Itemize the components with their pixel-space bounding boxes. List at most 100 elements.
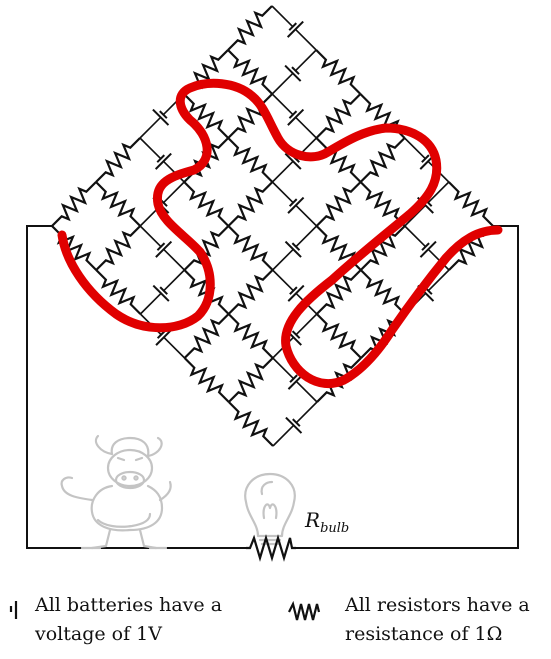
lattice-edge-6-battery-plate [154,152,172,170]
lattice-edge-39-battery-plate [287,284,305,302]
lattice-edge-19-battery-lead [139,225,162,248]
lattice-edge-42-resistor [183,313,230,359]
lattice-edge-12-battery-plate [291,66,300,75]
bulb-resistor [246,534,296,562]
lattice-edge-31-battery-plate [159,286,168,295]
lattice-edge-11-resistor [315,49,362,95]
lattice-edge-33-battery-lead [404,137,426,160]
lattice-edge-19-battery-plate [156,242,166,251]
lattice-edge-13-battery-plate [287,108,305,126]
bulb-label: Rbulb [304,508,349,536]
resistor-battery-lattice [51,5,494,447]
lattice-edge-31-battery-lead [139,292,162,315]
lattice-edge-7-resistor [95,137,141,183]
lattice-edge-13-battery-plate [288,110,298,119]
lattice-edge-32-battery-lead [163,336,186,359]
lattice-edge-21-resistor [95,269,142,315]
lattice-edge-50-resistor [316,313,362,359]
lattice-edge-2-resistor [227,49,273,95]
lattice-edge-52-battery-lead [295,380,318,403]
lattice-edge-33-battery-plate [421,154,430,163]
lattice-edge-6-battery-lead [139,137,162,160]
lattice-edge-0-battery-plate [286,20,304,38]
lattice-edge-12-battery-lead [271,72,294,95]
lattice-edge-41-resistor [227,313,274,359]
lattice-edge-31-battery-lead [163,269,185,292]
lattice-edge-59-battery-lead [295,401,318,424]
lattice-edge-6-battery-plate [156,154,166,163]
red-scribble [57,78,503,389]
resistor-legend-icon [288,600,321,621]
lattice-edge-0-battery-lead [271,5,294,28]
lattice-edge-20-resistor [95,225,141,271]
lattice-edge-27-resistor [227,181,274,227]
lattice-edge-13-battery-lead [271,93,294,116]
lattice-edge-46-battery-lead [404,225,427,248]
lattice-edge-12-battery-lead [294,49,317,72]
lattice-edge-51-battery-lead [295,313,318,336]
lattice-edge-0-battery-plate [288,22,298,31]
lattice-edge-1-resistor [227,5,273,51]
lattice-edge-0-battery-lead [294,28,317,51]
lattice-edge-53-resistor [228,357,274,403]
lattice-edge-18-battery-lead [162,181,185,204]
outer-circuit-wires [26,225,519,549]
lattice-edge-13-battery-lead [295,116,317,139]
lattice-edge-4-resistor [183,93,229,139]
lattice-edge-25-battery-lead [271,160,294,183]
lattice-edge-44-resistor [448,181,494,227]
lattice-edge-26-battery-plate [288,198,298,207]
lattice-edge-31-battery-plate [152,284,170,302]
lattice-edge-23-resistor [315,93,362,139]
lattice-edge-12-battery-plate [284,64,302,82]
battery-legend-icon [9,601,18,619]
lattice-edge-25-battery-plate [284,152,302,170]
battery-legend-line2: voltage of 1V [34,623,162,645]
lattice-edge-46-battery-lead [427,248,450,271]
lattice-edge-49-resistor [316,269,362,315]
lattice-edge-34-resistor [359,137,406,183]
lattice-edge-43-resistor [183,357,230,403]
cow-mascot-icon [60,434,172,550]
lattice-edge-45-battery-lead [427,181,450,204]
lattice-edge-52-battery-plate [289,374,298,383]
lattice-edge-56-battery-lead [427,269,450,292]
resistor-legend-line2: resistance of 1Ω [345,623,502,645]
resistor-legend-line1: All resistors have a [344,594,530,616]
lattice-edge-29-resistor [183,225,230,271]
lattice-edge-39-battery-lead [272,269,294,292]
lattice-edge-8-resistor [95,181,141,227]
lattice-edge-32-battery-plate [156,330,166,339]
lattice-edge-5-battery-plate [152,108,170,126]
lightbulb-icon [244,472,296,546]
lattice-edge-35-resistor [359,181,406,227]
lattice-edge-40-resistor [227,269,274,315]
lattice-edge-32-battery-plate [155,328,173,346]
lattice-edge-26-battery-lead [271,181,294,204]
lattice-edge-54-resistor [228,401,274,447]
lattice-edge-38-battery-plate [291,242,301,251]
lattice-edge-5-battery-lead [139,116,162,139]
lattice-edge-36-resistor [315,181,362,227]
lattice-edge-38-battery-plate [284,240,302,258]
lattice-edge-26-battery-plate [287,196,305,214]
lattice-edge-15-resistor [227,137,274,183]
lattice-edge-5-battery-plate [159,110,168,119]
lattice-edge-45-battery-lead [404,204,427,227]
lattice-edge-28-resistor [227,225,274,271]
lattice-edge-39-battery-plate [289,286,298,295]
lattice-edge-48-resistor [360,269,406,315]
lattice-edge-46-battery-plate [421,242,430,251]
lattice-edge-26-battery-lead [295,204,318,227]
lattice-edge-9-resistor [51,181,97,227]
lattice-edge-19-battery-plate [155,240,173,258]
lattice-edge-38-battery-lead [272,248,294,271]
battery-legend-line1: All batteries have a [34,594,222,616]
lattice-edge-51-battery-plate [291,330,301,339]
lattice-edge-38-battery-lead [295,225,318,248]
lattice-edge-46-battery-plate [419,240,437,258]
lattice-edge-59-battery-plate [285,416,303,434]
lattice-edge-19-battery-lead [163,248,185,271]
lattice-edge-59-battery-lead [272,424,295,447]
